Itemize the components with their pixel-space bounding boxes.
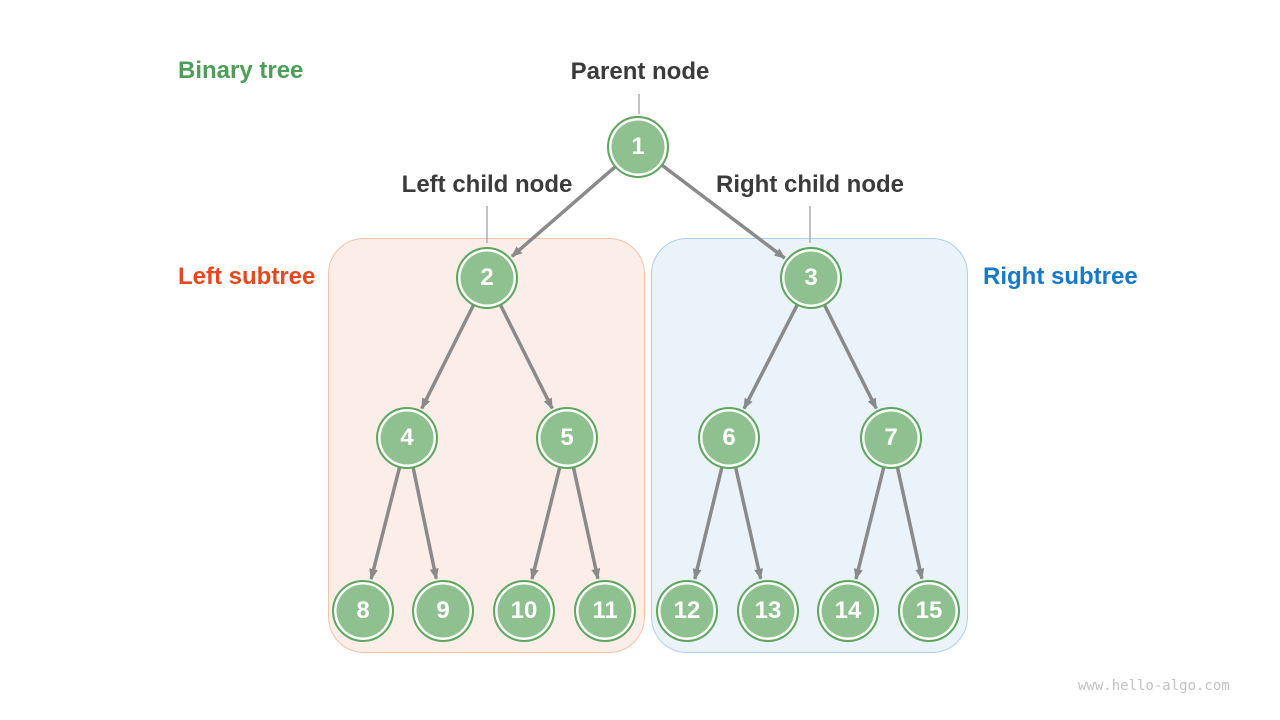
parent-node-label: Parent node	[570, 58, 710, 85]
right-child-node-label: Right child node	[716, 171, 904, 198]
tree-node-3: 3	[780, 247, 842, 309]
tree-node-11: 11	[574, 580, 636, 642]
diagram-title: Binary tree	[178, 57, 304, 84]
tree-node-14: 14	[817, 580, 879, 642]
tree-node-1: 1	[607, 116, 669, 178]
tree-node-8: 8	[332, 580, 394, 642]
tree-node-5: 5	[536, 407, 598, 469]
tree-node-2: 2	[456, 247, 518, 309]
left-subtree-label: Left subtree	[178, 263, 316, 290]
tree-node-13: 13	[737, 580, 799, 642]
tree-node-12: 12	[656, 580, 718, 642]
tree-node-9: 9	[412, 580, 474, 642]
tree-node-6: 6	[698, 407, 760, 469]
left-child-node-label: Left child node	[401, 171, 573, 198]
watermark: www.hello-algo.com	[1078, 678, 1230, 694]
tree-node-4: 4	[376, 407, 438, 469]
right-subtree-label: Right subtree	[983, 263, 1138, 290]
tree-node-10: 10	[493, 580, 555, 642]
tree-node-15: 15	[898, 580, 960, 642]
tree-node-7: 7	[860, 407, 922, 469]
tree-edges	[369, 145, 925, 580]
